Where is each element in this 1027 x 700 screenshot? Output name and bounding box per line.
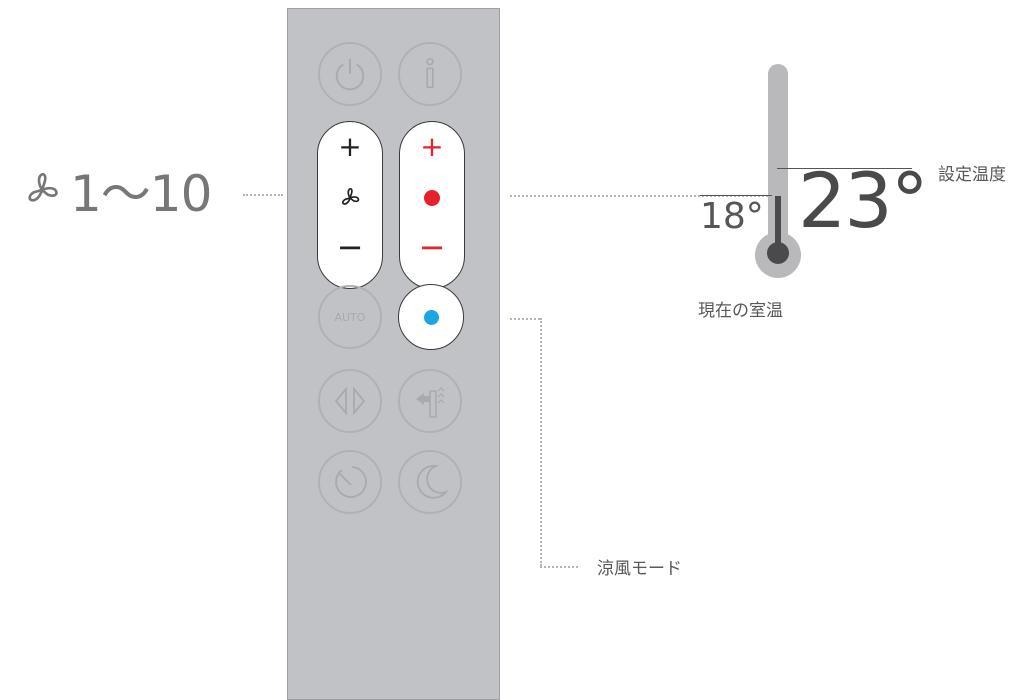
target-temp-label: 設定温度 xyxy=(938,165,1006,185)
airflow-direction-icon xyxy=(416,387,445,418)
current-temp-line xyxy=(700,195,772,196)
red-dot-icon xyxy=(424,190,440,206)
timer-button[interactable] xyxy=(318,450,382,514)
power-icon xyxy=(335,58,365,91)
fan-icon xyxy=(28,173,58,202)
heat-center xyxy=(400,190,464,206)
airflow-direction-button[interactable] xyxy=(398,369,462,433)
fan-plus-button[interactable]: + xyxy=(338,130,362,163)
night-mode-button[interactable] xyxy=(398,450,462,514)
fan-speed-control: + − xyxy=(317,121,383,289)
cool-mode-label: 涼風モード xyxy=(597,559,682,579)
oscillation-button[interactable] xyxy=(318,369,382,433)
heat-minus-button[interactable]: − xyxy=(418,228,446,266)
heat-leader-line xyxy=(510,195,768,197)
fan-center xyxy=(318,184,382,216)
target-temp: 23° xyxy=(798,156,929,245)
info-icon xyxy=(426,57,434,89)
remote-control: + − + − AUTO xyxy=(287,8,500,700)
auto-button[interactable]: AUTO xyxy=(318,285,382,349)
blue-dot-icon xyxy=(423,309,439,325)
fan-speed-range: 1〜10 xyxy=(70,165,212,223)
power-button[interactable] xyxy=(318,42,382,106)
fan-minus-button[interactable]: − xyxy=(336,228,364,266)
info-button[interactable] xyxy=(398,42,462,106)
fan-icon xyxy=(341,188,360,205)
timer-icon xyxy=(335,466,367,498)
fan-leader-line xyxy=(243,194,283,196)
heat-plus-button[interactable]: + xyxy=(420,130,444,163)
thermometer-bulb-fill xyxy=(767,242,789,264)
target-temp-line xyxy=(777,168,912,169)
auto-label: AUTO xyxy=(334,310,366,324)
thermometer-level xyxy=(775,196,781,252)
oscillation-icon xyxy=(334,386,366,416)
thermometer-stem xyxy=(768,64,788,264)
current-temp: 18° xyxy=(700,196,764,237)
current-temp-label: 現在の室温 xyxy=(698,301,783,321)
moon-icon xyxy=(416,464,449,499)
heat-control: + − xyxy=(399,121,465,289)
fan-speed-label: 1〜10 xyxy=(18,160,212,223)
cool-leader-line-v xyxy=(540,318,542,566)
cool-mode-button[interactable] xyxy=(398,284,464,350)
cool-leader-line-h1 xyxy=(510,318,540,320)
cool-leader-line-h2 xyxy=(540,566,578,568)
